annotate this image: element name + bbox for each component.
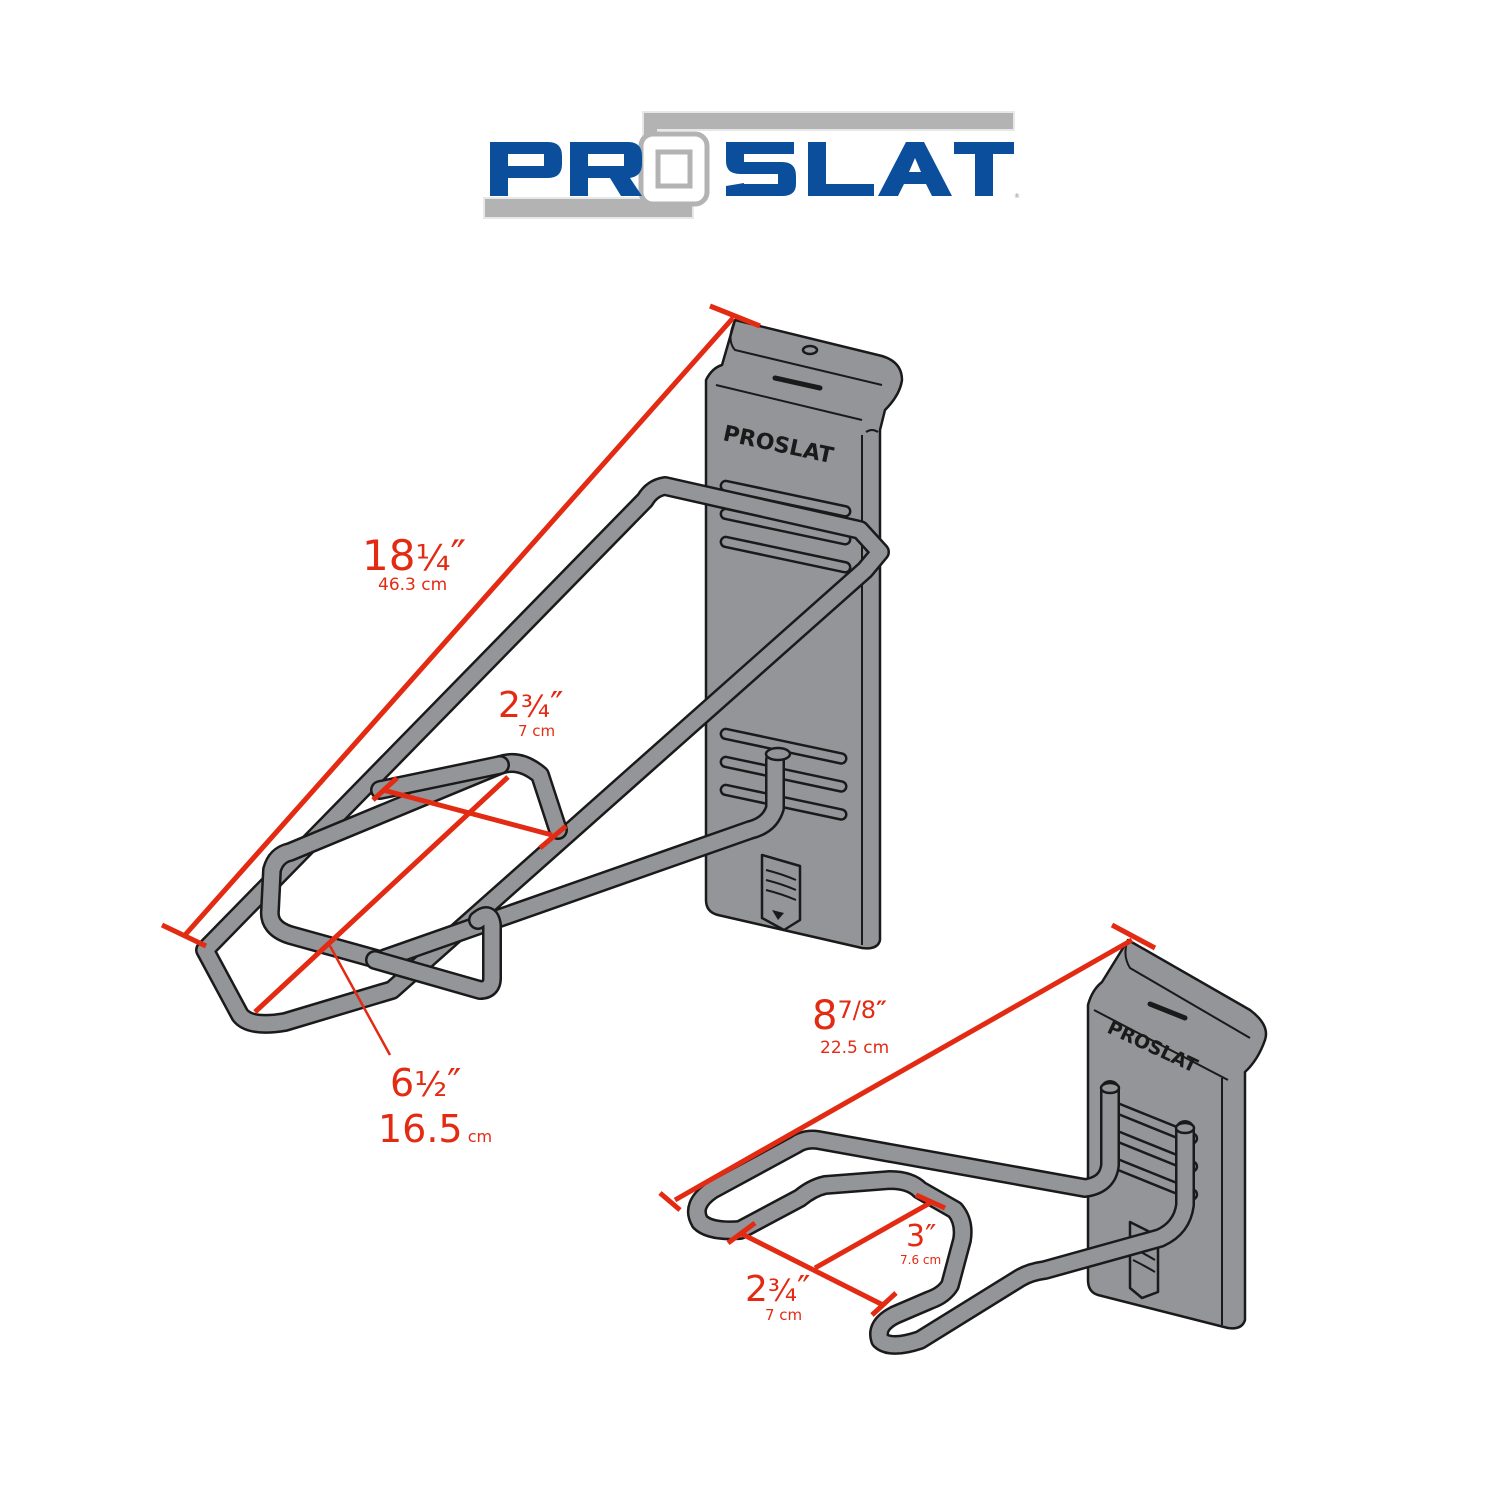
inches-whole: 2	[745, 1269, 768, 1310]
large-hook-tubing	[195, 476, 890, 1034]
small-cradle-width-line	[738, 1230, 885, 1308]
cradle-width-tick-start	[371, 776, 399, 802]
large-dimension-lines	[160, 303, 761, 1056]
small-overall-tick-start	[658, 1191, 682, 1212]
cradle-width-tick-end	[538, 824, 568, 850]
cradle-length-leader	[328, 945, 392, 1056]
small-cradle-depth-tick	[914, 1192, 947, 1211]
registered-mark: ®	[1014, 193, 1020, 200]
metric-unit: cm	[467, 1127, 493, 1146]
dim-small-cradle-depth: 3″ 7.6 cm	[900, 1219, 941, 1267]
inches-fraction: ¾	[767, 1274, 797, 1309]
small-overall-length-line	[673, 937, 1134, 1203]
metric-value: 22.5 cm	[820, 1038, 890, 1058]
metric-value: 7 cm	[518, 722, 556, 740]
inches-fraction: ½	[414, 1065, 448, 1105]
upper-slots	[719, 479, 852, 574]
lock-clip	[760, 853, 802, 932]
dim-small-overall-length: 87/8″ 22.5 cm	[812, 996, 889, 1057]
dim-small-cradle-width: 2¾″ 7 cm	[745, 1272, 810, 1323]
overall-length-tick-end	[709, 303, 761, 329]
dim-large-overall-length: 18¼″ 46.3 cm	[362, 535, 466, 594]
inches-whole: 6	[390, 1061, 415, 1105]
metric-value: 46.3 cm	[378, 575, 448, 595]
small-cradle-width-tick-end	[870, 1291, 898, 1317]
inches-fraction: ¾	[520, 690, 550, 725]
small-bike-hook: PROSLAT	[658, 922, 1268, 1355]
large-bike-hook: PROSLAT	[160, 303, 904, 1056]
inches-mark: ″	[450, 531, 467, 580]
dim-large-cradle-width: 2¾″ 7 cm	[498, 688, 563, 739]
small-hook-tubing	[687, 1080, 1196, 1355]
inches-whole: 8	[812, 993, 838, 1039]
inches-whole: 3	[906, 1219, 926, 1254]
small-overall-tick-end	[1110, 922, 1157, 951]
small-cradle-width-tick-start	[726, 1220, 757, 1246]
inches-mark: ″	[876, 996, 887, 1024]
small-cradle-depth-line	[813, 1200, 932, 1271]
inches-mark: ″	[549, 685, 564, 726]
metric-value: 7 cm	[765, 1306, 803, 1324]
overall-length-line	[183, 316, 735, 937]
metric-value: 16.5	[378, 1107, 463, 1151]
metric-value: 7.6 cm	[900, 1253, 942, 1267]
dim-large-cradle-length: 6½″ 16.5 cm	[378, 1061, 493, 1148]
inches-mark: ″	[796, 1269, 811, 1310]
inches-mark: ″	[447, 1061, 462, 1105]
proslat-logo: ®	[478, 106, 1023, 224]
inches-mark: ″	[925, 1219, 937, 1254]
inches-fraction: 7/8	[837, 996, 877, 1024]
cradle-length-line	[253, 775, 510, 1014]
inches-fraction: ¼	[415, 538, 451, 579]
overall-length-tick-start	[160, 922, 208, 949]
inches-whole: 2	[498, 685, 521, 726]
logo-graphic: ®	[483, 111, 1020, 219]
inches-whole: 18	[362, 531, 416, 580]
small-dimension-lines	[658, 922, 1157, 1317]
